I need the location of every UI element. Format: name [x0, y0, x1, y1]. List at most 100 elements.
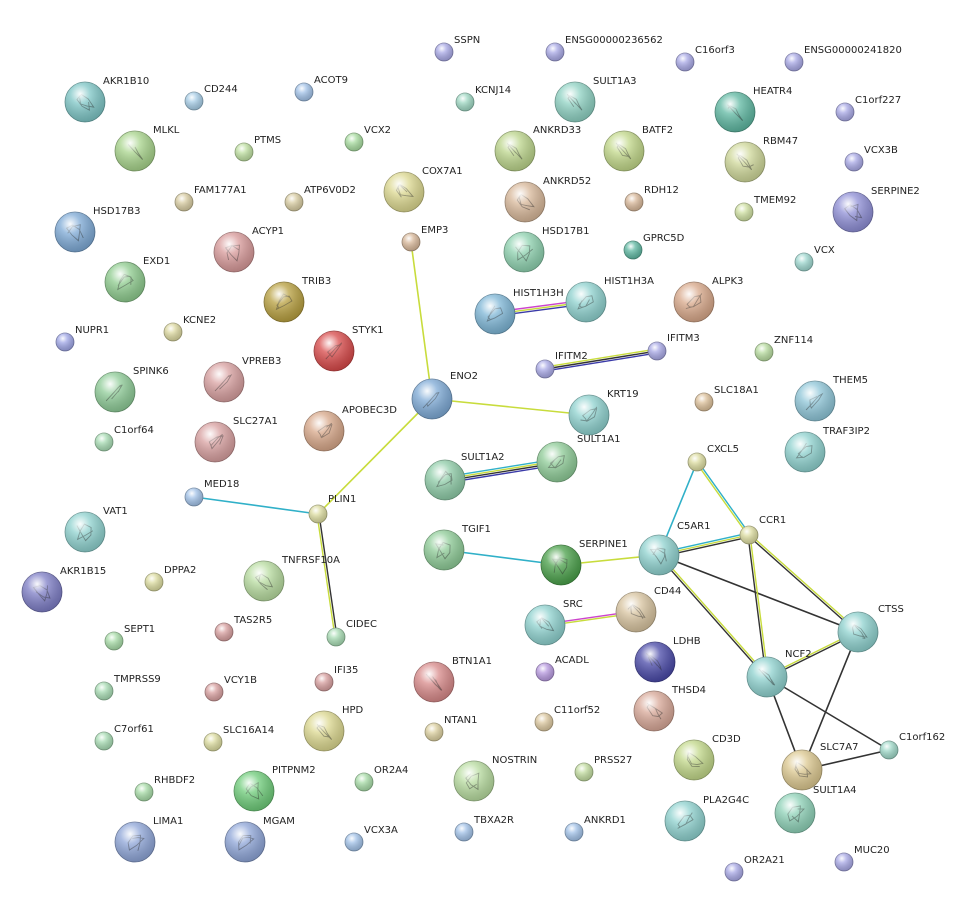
node-nupr1[interactable]: NUPR1: [55, 325, 109, 352]
node-ankrd1[interactable]: ANKRD1: [564, 815, 626, 842]
node-or2a4[interactable]: OR2A4: [354, 765, 408, 792]
node-rdh12[interactable]: RDH12: [624, 185, 679, 212]
node-pla2g4c[interactable]: PLA2G4C: [664, 795, 749, 842]
node-styk1[interactable]: STYK1: [313, 325, 383, 372]
node-med18[interactable]: MED18: [184, 479, 239, 507]
node-slc16a14[interactable]: SLC16A14: [203, 725, 274, 752]
node-vcx[interactable]: VCX: [794, 245, 835, 272]
node-vcx2[interactable]: VCX2: [344, 125, 391, 152]
node-hsd17b1[interactable]: HSD17B1: [503, 226, 590, 273]
node-akr1b15[interactable]: AKR1B15: [21, 566, 106, 613]
node-acadl[interactable]: ACADL: [535, 655, 589, 682]
node-c1orf64[interactable]: C1orf64: [94, 425, 154, 452]
node-sspn[interactable]: SSPN: [434, 35, 480, 62]
node-ccr1[interactable]: CCR1: [739, 515, 786, 545]
node-ldhb[interactable]: LDHB: [634, 636, 701, 683]
node-c1orf162[interactable]: C1orf162: [879, 732, 945, 760]
node-ifitm3[interactable]: IFITM3: [647, 333, 700, 361]
node-vcx3b[interactable]: VCX3B: [844, 145, 898, 172]
node-tbxa2r[interactable]: TBXA2R: [454, 815, 514, 842]
node-batf2[interactable]: BATF2: [603, 125, 673, 172]
node-cidec[interactable]: CIDEC: [326, 619, 377, 647]
node-vcy1b[interactable]: VCY1B: [204, 675, 257, 702]
node-ankrd33[interactable]: ANKRD33: [494, 125, 581, 172]
node-vcx3a[interactable]: VCX3A: [344, 825, 398, 852]
node-c16orf3[interactable]: C16orf3: [675, 45, 735, 72]
node-tmem92[interactable]: TMEM92: [734, 195, 796, 222]
node-ctss[interactable]: CTSS: [837, 604, 904, 653]
node-alpk3[interactable]: ALPK3: [673, 276, 743, 323]
node-traf3ip2[interactable]: TRAF3IP2: [784, 426, 870, 473]
node-mlkl[interactable]: MLKL: [114, 125, 180, 172]
node-hist1h3a[interactable]: HIST1H3A: [565, 276, 654, 323]
node-znf114[interactable]: ZNF114: [754, 335, 813, 362]
node-slc18a1[interactable]: SLC18A1: [694, 385, 759, 412]
node-c7orf61[interactable]: C7orf61: [94, 724, 154, 751]
node-heatr4[interactable]: HEATR4: [714, 86, 792, 133]
node-vpreb3[interactable]: VPREB3: [203, 356, 281, 403]
node-vat1[interactable]: VAT1: [64, 506, 128, 553]
node-cd244[interactable]: CD244: [184, 84, 238, 111]
node-slc27a1[interactable]: SLC27A1: [194, 416, 278, 463]
node-tgif1[interactable]: TGIF1: [423, 524, 491, 571]
node-ensg00000236562[interactable]: ENSG00000236562: [545, 35, 663, 62]
node-ntan1[interactable]: NTAN1: [424, 715, 478, 742]
node-tas2r5[interactable]: TAS2R5: [214, 615, 272, 642]
node-apobec3d[interactable]: APOBEC3D: [303, 405, 397, 452]
node-sult1a3[interactable]: SULT1A3: [554, 76, 637, 123]
node-cd3d[interactable]: CD3D: [673, 734, 741, 781]
node-serpine1[interactable]: SERPINE1: [540, 539, 628, 586]
node-nostrin[interactable]: NOSTRIN: [453, 755, 537, 802]
node-hpd[interactable]: HPD: [303, 705, 364, 752]
node-c5ar1[interactable]: C5AR1: [638, 521, 711, 576]
node-ifitm2[interactable]: IFITM2: [535, 351, 588, 379]
node-cxcl5[interactable]: CXCL5: [687, 444, 739, 472]
node-trib3[interactable]: TRIB3: [263, 276, 331, 323]
node-mgam[interactable]: MGAM: [224, 816, 295, 863]
node-sult1a2[interactable]: SULT1A2: [424, 452, 505, 501]
node-or2a21[interactable]: OR2A21: [724, 855, 785, 882]
node-c11orf52[interactable]: C11orf52: [534, 705, 600, 732]
node-tmprss9[interactable]: TMPRSS9: [94, 674, 161, 701]
node-kcne2[interactable]: KCNE2: [163, 315, 216, 342]
node-cox7a1[interactable]: COX7A1: [383, 166, 463, 213]
node-krt19[interactable]: KRT19: [568, 389, 639, 436]
node-c1orf227[interactable]: C1orf227: [835, 95, 901, 122]
node-rbm47[interactable]: RBM47: [724, 136, 798, 183]
node-akr1b10[interactable]: AKR1B10: [64, 76, 149, 123]
node-spink6[interactable]: SPINK6: [94, 366, 169, 413]
node-pitpnm2[interactable]: PITPNM2: [233, 765, 316, 812]
node-cd44[interactable]: CD44: [615, 586, 681, 633]
node-sult1a4[interactable]: SULT1A4: [774, 785, 857, 834]
node-fam177a1[interactable]: FAM177A1: [174, 185, 247, 212]
node-ifi35[interactable]: IFI35: [314, 665, 358, 692]
node-rhbdf2[interactable]: RHBDF2: [134, 775, 195, 802]
node-ankrd52[interactable]: ANKRD52: [504, 176, 591, 223]
node-btn1a1[interactable]: BTN1A1: [413, 656, 492, 703]
node-ncf2[interactable]: NCF2: [746, 649, 812, 698]
node-kcnj14[interactable]: KCNJ14: [455, 85, 511, 112]
node-src[interactable]: SRC: [524, 599, 583, 646]
node-ensg00000241820[interactable]: ENSG00000241820: [784, 45, 902, 72]
node-thsd4[interactable]: THSD4: [633, 685, 706, 732]
node-acot9[interactable]: ACOT9: [294, 75, 348, 102]
node-muc20[interactable]: MUC20: [834, 845, 890, 872]
node-ptms[interactable]: PTMS: [234, 135, 281, 162]
node-lima1[interactable]: LIMA1: [114, 816, 183, 863]
node-serpine2[interactable]: SERPINE2: [832, 186, 920, 233]
node-exd1[interactable]: EXD1: [104, 256, 170, 303]
node-eno2[interactable]: ENO2: [411, 371, 478, 420]
node-atp6v0d2[interactable]: ATP6V0D2: [284, 185, 356, 212]
node-sult1a1[interactable]: SULT1A1: [536, 434, 621, 483]
node-prss27[interactable]: PRSS27: [574, 755, 632, 782]
node-acyp1[interactable]: ACYP1: [213, 226, 284, 273]
node-hsd17b3[interactable]: HSD17B3: [54, 206, 141, 253]
node-sept1[interactable]: SEPT1: [104, 624, 155, 651]
node-dppa2[interactable]: DPPA2: [144, 565, 196, 592]
node-hist1h3h[interactable]: HIST1H3H: [474, 288, 564, 335]
node-emp3[interactable]: EMP3: [401, 225, 448, 252]
node-gprc5d[interactable]: GPRC5D: [623, 233, 685, 260]
node-slc7a7[interactable]: SLC7A7: [781, 742, 858, 791]
node-tnfrsf10a[interactable]: TNFRSF10A: [243, 555, 340, 602]
node-plin1[interactable]: PLIN1: [308, 494, 356, 524]
